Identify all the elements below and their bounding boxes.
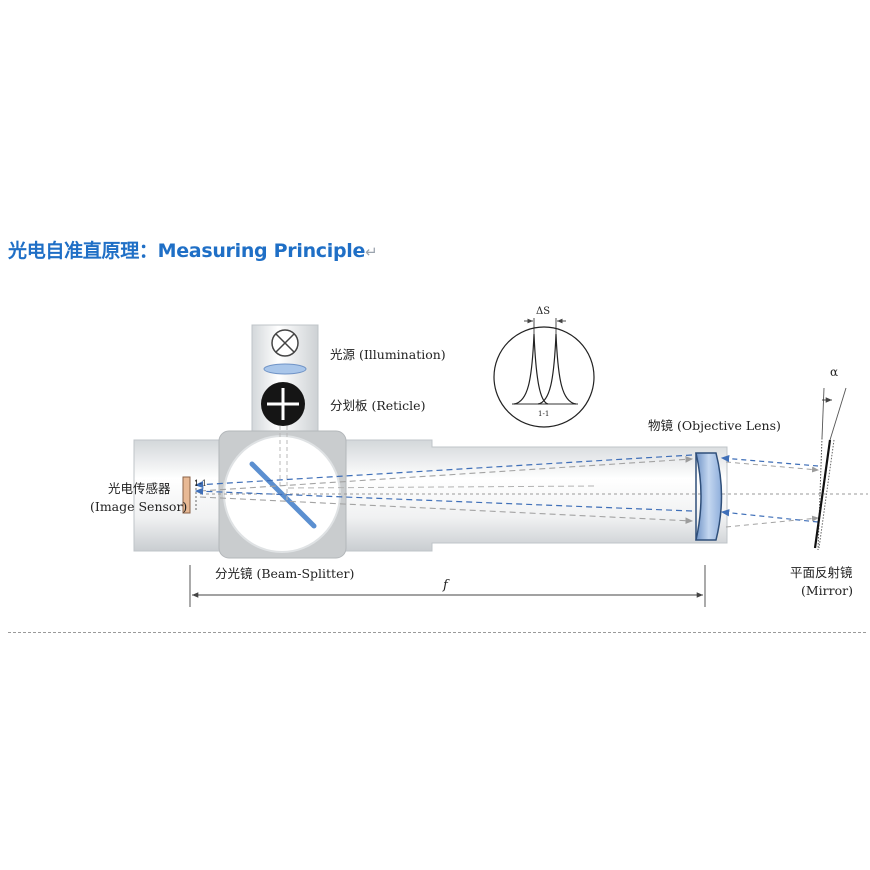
delta-s-label: ΔS (536, 306, 550, 317)
gray-beam-to-mirror-top (725, 461, 819, 473)
blue-beam-return-bottom (194, 487, 693, 512)
illumination-label: 光源 (Illumination) (330, 347, 446, 362)
sensor-label-en: (Image Sensor) (90, 499, 187, 514)
image-sensor (182, 476, 191, 514)
alpha-label: α (830, 365, 838, 379)
mirror-label-cn: 平面反射镜 (790, 565, 853, 580)
page-title: 光电自准直原理：Measuring Principle↵ (8, 236, 378, 263)
objective-lens (695, 452, 723, 541)
lamp-icon (271, 329, 299, 357)
focal-label: f (442, 578, 450, 593)
beam-splitter-label: 分光镜 (Beam-Splitter) (215, 566, 354, 581)
condenser-lens (263, 363, 307, 375)
peak-right (537, 333, 577, 405)
blue-beam-return-top (194, 454, 693, 489)
blue-beam-from-mirror-bottom (720, 509, 819, 523)
mirror-back-surface (818, 439, 835, 549)
blue-beam-from-mirror-top (720, 455, 819, 467)
beam-splitter-plate (249, 461, 317, 529)
gray-beam-bottom (199, 496, 694, 524)
sensor-mark-label: 1-1 (194, 479, 207, 488)
peak-left (513, 333, 549, 405)
delta-s-inset: ΔS 1-1 (493, 306, 595, 428)
title-text: 光电自准直原理：Measuring Principle (8, 240, 366, 262)
peak-label: 1-1 (538, 410, 549, 418)
mirror-reference-plane (817, 437, 823, 551)
alpha-ref-line (821, 387, 825, 439)
reticle-label: 分划板 (Reticle) (330, 398, 425, 413)
objective-label: 物镜 (Objective Lens) (648, 418, 781, 433)
plane-mirror (813, 439, 832, 549)
gray-beam-to-mirror-bottom (725, 515, 819, 528)
reticle-icon (261, 382, 305, 426)
return-mark: ↵ (365, 243, 378, 261)
sensor-label-cn: 光电传感器 (108, 481, 171, 496)
gray-beam-top (199, 456, 694, 492)
alpha-tilt-line (829, 387, 847, 441)
mirror-label-en: (Mirror) (801, 583, 853, 598)
section-divider (8, 632, 866, 633)
gray-beam-mid (287, 485, 597, 489)
